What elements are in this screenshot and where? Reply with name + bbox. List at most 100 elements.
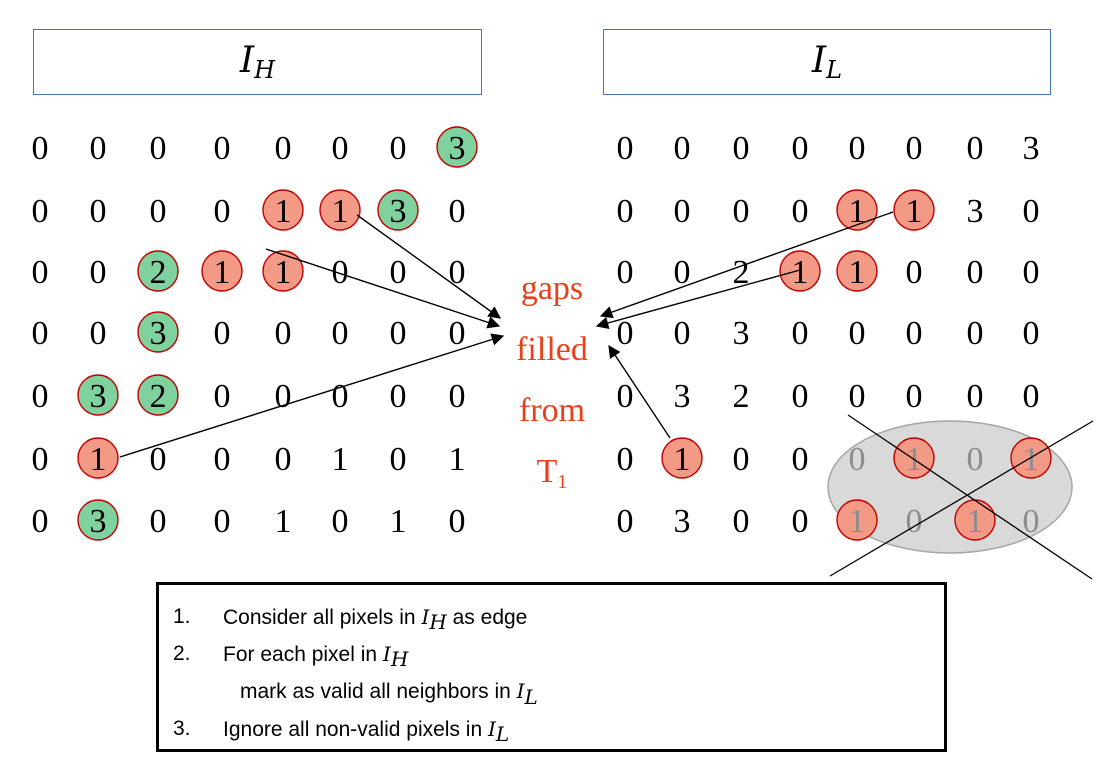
l-cell-r0c5: 0 [906, 130, 923, 167]
h-cell-r2c2: 2 [150, 254, 167, 291]
h-cell-r1c6: 3 [390, 193, 407, 230]
arrow-ih-r5 [119, 333, 505, 458]
il-title: IL [811, 40, 843, 84]
step-2: 2. For each pixel in IH [173, 642, 409, 672]
l-cell-r1c3: 0 [792, 193, 809, 230]
h-cell-r3c6: 0 [390, 315, 407, 352]
l-cell-r6c4: 1 [849, 503, 866, 540]
step-3: 3. Ignore all non-valid pixels in IL [173, 716, 510, 746]
h-highlight-green-r6c1 [77, 499, 119, 541]
l-highlight-red-r2c4 [836, 250, 878, 292]
l-cell-r2c4: 1 [849, 254, 866, 291]
l-cell-r1c2: 0 [733, 193, 750, 230]
l-cell-r1c1: 0 [674, 193, 691, 230]
l-cell-r5c2: 0 [733, 441, 750, 478]
l-highlight-red-r1c4 [836, 189, 878, 231]
h-cell-r4c1: 3 [90, 378, 107, 415]
cross-line-1 [847, 414, 1093, 580]
h-cell-r2c6: 0 [390, 254, 407, 291]
h-cell-r3c1: 0 [90, 315, 107, 352]
h-cell-r6c7: 0 [449, 503, 466, 540]
h-cell-r0c2: 0 [150, 130, 167, 167]
l-cell-r6c5: 0 [906, 503, 923, 540]
h-cell-r1c7: 0 [449, 193, 466, 230]
l-cell-r3c6: 0 [967, 315, 984, 352]
l-cell-r1c4: 1 [849, 193, 866, 230]
h-cell-r3c7: 0 [449, 315, 466, 352]
h-cell-r6c0: 0 [32, 503, 49, 540]
h-cell-r0c5: 0 [332, 130, 349, 167]
l-highlight-red-r6c4 [836, 499, 878, 541]
l-highlight-red-r1c5 [893, 189, 935, 231]
h-cell-r6c1: 3 [90, 503, 107, 540]
l-cell-r3c4: 0 [849, 315, 866, 352]
h-cell-r3c2: 3 [150, 315, 167, 352]
h-highlight-red-r1c5 [319, 189, 361, 231]
h-highlight-green-r1c6 [377, 189, 419, 231]
h-cell-r1c0: 0 [32, 193, 49, 230]
l-cell-r4c1: 3 [674, 378, 691, 415]
h-highlight-green-r2c2 [137, 250, 179, 292]
arrow-ih-r1 [356, 214, 502, 319]
gaps-line-4: T1 [536, 453, 568, 493]
h-cell-r5c4: 0 [275, 441, 292, 478]
h-highlight-red-r5c1 [77, 437, 119, 479]
h-highlight-green-r4c2 [137, 374, 179, 416]
h-cell-r4c7: 0 [449, 378, 466, 415]
l-cell-r0c4: 0 [849, 130, 866, 167]
h-cell-r6c3: 0 [214, 503, 231, 540]
step-2-detail: mark as valid all neighbors in IL [240, 679, 538, 709]
l-cell-r2c7: 0 [1023, 254, 1040, 291]
l-cell-r6c3: 0 [792, 503, 809, 540]
gaps-filled-label: gaps filled from T1 [496, 258, 608, 502]
l-cell-r4c6: 0 [967, 378, 984, 415]
arrow-il-r1 [599, 211, 894, 319]
h-cell-r6c6: 1 [390, 503, 407, 540]
h-highlight-red-r2c3 [201, 250, 243, 292]
l-cell-r6c1: 3 [674, 503, 691, 540]
arrow-il-r2 [595, 269, 801, 330]
h-cell-r3c5: 0 [332, 315, 349, 352]
l-cell-r4c3: 0 [792, 378, 809, 415]
gaps-line-1: gaps [520, 270, 584, 307]
l-cell-r6c7: 0 [1023, 503, 1040, 540]
cross-line-2 [829, 420, 1094, 577]
h-cell-r2c3: 1 [214, 254, 231, 291]
h-cell-r1c5: 1 [332, 193, 349, 230]
step-1: 1. Consider all pixels in IH as edge [173, 605, 528, 635]
l-cell-r3c1: 0 [674, 315, 691, 352]
ih-title: IH [239, 40, 276, 84]
h-cell-r0c7: 3 [449, 130, 466, 167]
h-highlight-green-r0c7 [436, 126, 478, 168]
h-cell-r2c4: 1 [275, 254, 292, 291]
h-cell-r3c0: 0 [32, 315, 49, 352]
l-cell-r1c7: 0 [1023, 193, 1040, 230]
l-cell-r5c1: 1 [674, 441, 691, 478]
h-cell-r0c3: 0 [214, 130, 231, 167]
l-cell-r1c5: 1 [906, 193, 923, 230]
l-cell-r2c1: 0 [674, 254, 691, 291]
l-cell-r3c3: 0 [792, 315, 809, 352]
h-cell-r2c0: 0 [32, 254, 49, 291]
h-cell-r4c2: 2 [150, 378, 167, 415]
h-cell-r4c0: 0 [32, 378, 49, 415]
ih-title-box: IH [33, 29, 482, 95]
l-cell-r4c2: 2 [733, 378, 750, 415]
l-cell-r1c0: 0 [617, 193, 634, 230]
h-cell-r0c4: 0 [275, 130, 292, 167]
l-cell-r2c2: 2 [733, 254, 750, 291]
l-cell-r1c6: 3 [967, 193, 984, 230]
h-cell-r4c6: 0 [390, 378, 407, 415]
h-cell-r5c5: 1 [332, 441, 349, 478]
h-cell-r5c2: 0 [150, 441, 167, 478]
l-cell-r3c7: 0 [1023, 315, 1040, 352]
l-cell-r0c0: 0 [617, 130, 634, 167]
h-cell-r3c4: 0 [275, 315, 292, 352]
h-cell-r1c4: 1 [275, 193, 292, 230]
h-cell-r0c6: 0 [390, 130, 407, 167]
l-cell-r6c6: 1 [967, 503, 984, 540]
l-cell-r5c6: 0 [967, 441, 984, 478]
h-cell-r5c6: 0 [390, 441, 407, 478]
